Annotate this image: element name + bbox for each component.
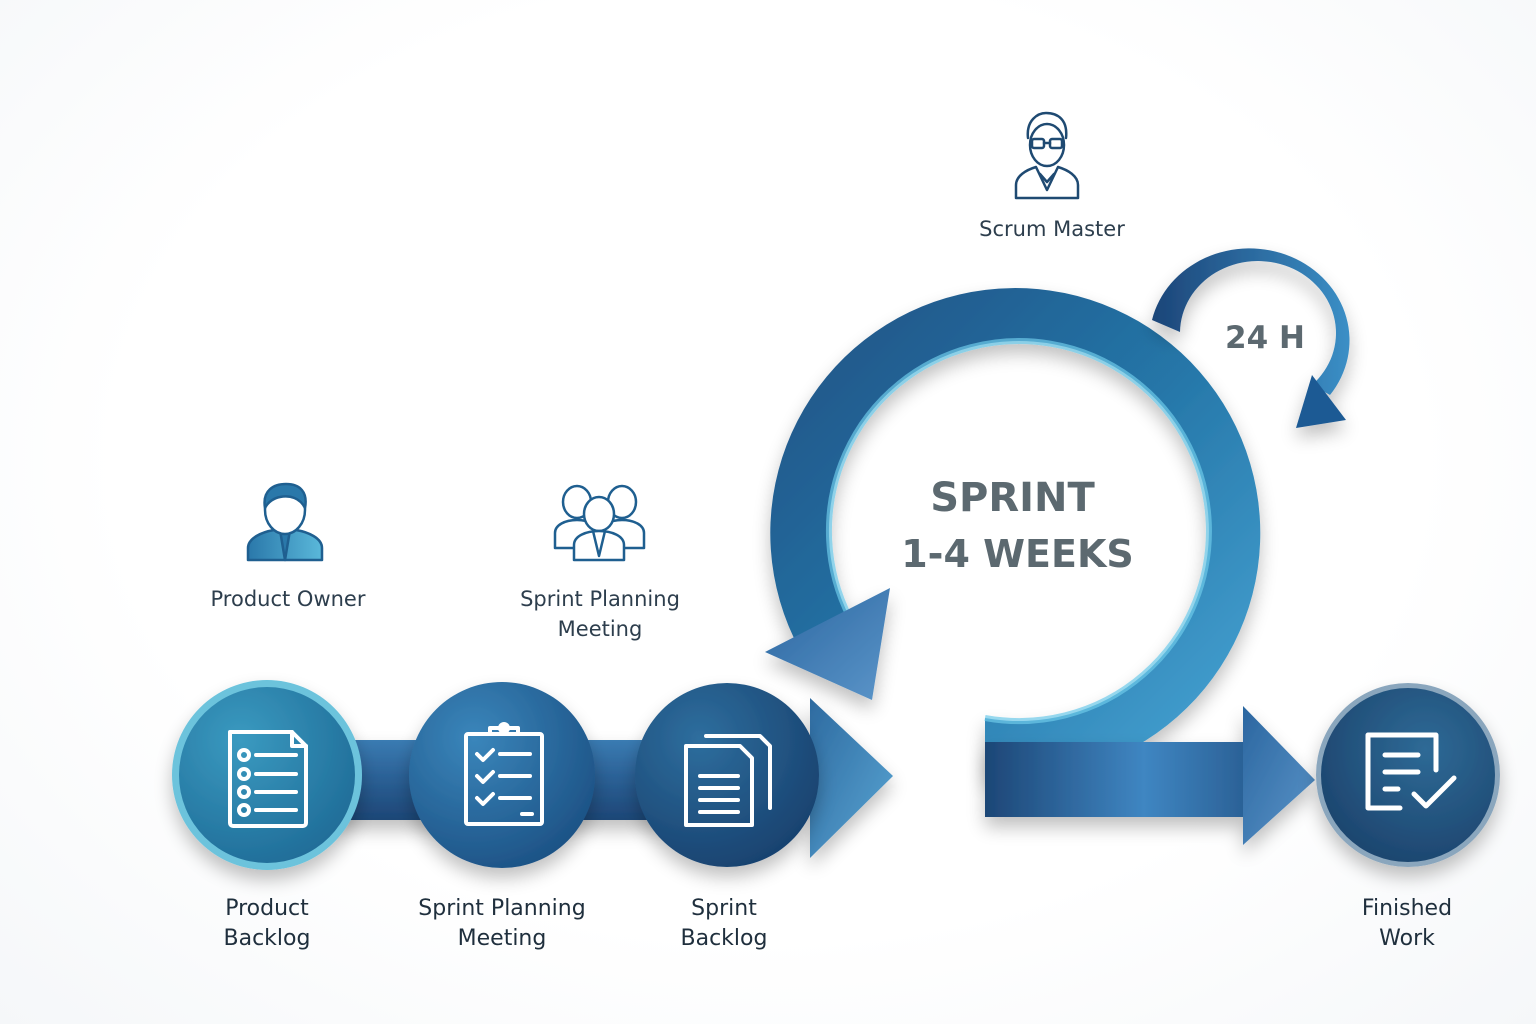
step-label-sprint-planning: Sprint Planning Meeting xyxy=(392,894,612,954)
step-circle-finished-work[interactable] xyxy=(1316,683,1500,867)
label-line-1: Sprint Planning xyxy=(520,587,680,611)
label-line-2: Backlog xyxy=(680,926,768,951)
sprint-cycle-arrow xyxy=(765,288,1261,778)
checklist-document-icon xyxy=(228,730,308,828)
scrum-master-label: Scrum Master xyxy=(979,217,1125,241)
step-label-finished-work: Finished Work xyxy=(1307,894,1507,954)
step-label-sprint-backlog: Sprint Backlog xyxy=(624,894,824,954)
team-icon xyxy=(553,484,646,562)
sprint-planning-role-label: Sprint Planning Meeting xyxy=(490,584,710,644)
label-line-1: Sprint Planning xyxy=(418,896,586,921)
clipboard-check-icon xyxy=(464,722,544,826)
scrum-master-icon xyxy=(1014,111,1080,200)
sprint-duration: 1-4 WEEKS xyxy=(901,532,1134,576)
product-owner-icon xyxy=(246,482,324,562)
label-line-2: Meeting xyxy=(457,926,547,951)
label-line-1: Product xyxy=(225,896,309,921)
label-line-1: Sprint xyxy=(691,896,757,921)
label-line-1: Finished xyxy=(1361,896,1453,921)
daily-scrum-label: 24 H xyxy=(1225,320,1305,356)
stacked-documents-icon xyxy=(684,734,772,827)
label-line-2: Meeting xyxy=(557,617,643,641)
document-check-icon xyxy=(1365,732,1457,811)
product-owner-label: Product Owner xyxy=(210,587,366,611)
label-line-2: Backlog xyxy=(223,926,311,951)
step-label-product-backlog: Product Backlog xyxy=(167,894,367,954)
label-line-2: Work xyxy=(1379,926,1435,951)
daily-cycle-arrow xyxy=(1152,248,1350,428)
sprint-title: SPRINT xyxy=(930,475,1095,521)
exit-arrow xyxy=(985,706,1315,845)
flow-arrow-head xyxy=(810,698,893,858)
